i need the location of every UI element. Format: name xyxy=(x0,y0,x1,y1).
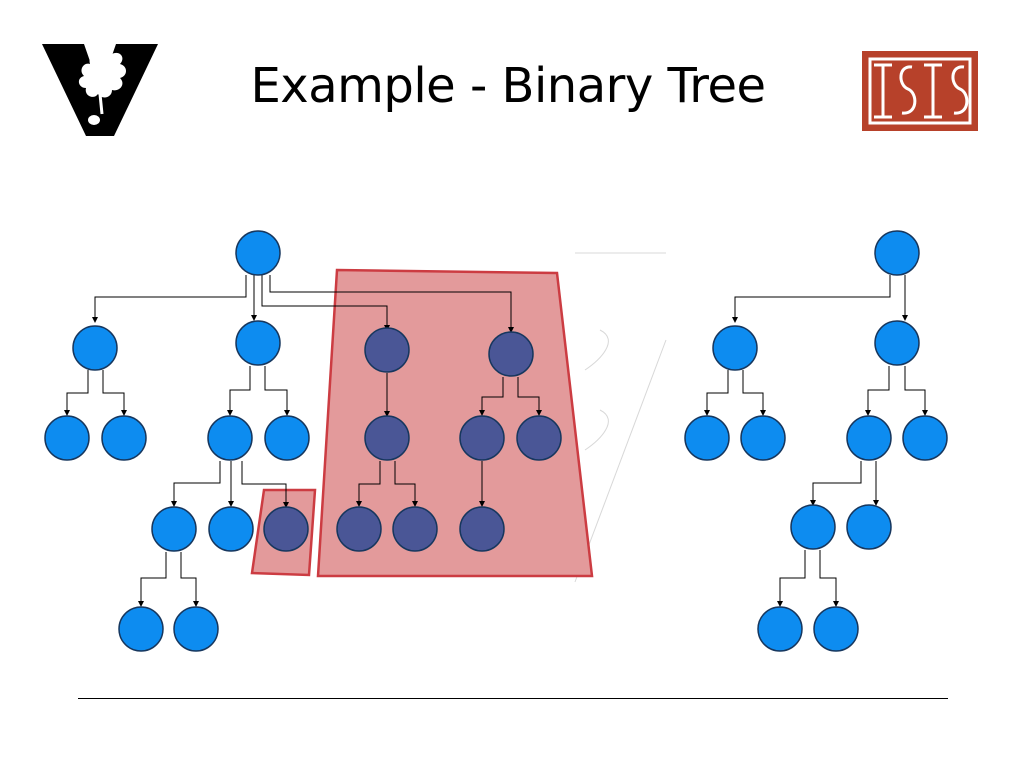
edge xyxy=(171,461,221,507)
edge xyxy=(865,366,890,416)
tree-node xyxy=(101,415,147,461)
tree-node xyxy=(874,320,920,366)
tree-node-highlighted xyxy=(516,415,562,461)
tree-node-highlighted xyxy=(364,415,410,461)
edge xyxy=(180,552,199,607)
tree-node xyxy=(235,230,281,276)
edge xyxy=(64,370,89,416)
edge xyxy=(819,550,839,607)
edge xyxy=(92,275,247,323)
tree-node-highlighted xyxy=(392,506,438,552)
tree-node xyxy=(235,320,281,366)
edge xyxy=(227,366,251,416)
tree-node xyxy=(118,606,164,652)
edge xyxy=(264,366,290,416)
tree-node xyxy=(902,415,948,461)
tree-node xyxy=(712,325,758,371)
tree-node xyxy=(684,415,730,461)
edge xyxy=(138,552,167,607)
right-tree-nodes xyxy=(684,230,948,652)
tree-node xyxy=(44,415,90,461)
tree-node xyxy=(790,504,836,550)
tree-edges xyxy=(64,275,928,607)
tree-node xyxy=(72,325,118,371)
slide-title: Example - Binary Tree xyxy=(250,58,766,114)
edge xyxy=(904,366,928,416)
tree-node xyxy=(740,415,786,461)
tree-node xyxy=(264,415,310,461)
left-tree-nodes xyxy=(44,230,562,652)
tree-node xyxy=(846,415,892,461)
tree-node-highlighted xyxy=(263,506,309,552)
tree-node xyxy=(208,506,254,552)
edge xyxy=(479,377,504,416)
tree-node-highlighted xyxy=(459,415,505,461)
edge xyxy=(732,275,891,323)
tree-node xyxy=(846,504,892,550)
edge xyxy=(742,370,766,416)
tree-node xyxy=(874,230,920,276)
tree-node xyxy=(173,606,219,652)
tree-node xyxy=(207,415,253,461)
edge xyxy=(261,275,390,331)
isis-logo-icon xyxy=(862,51,978,131)
tree-node-highlighted xyxy=(336,506,382,552)
edge xyxy=(810,461,862,506)
edge xyxy=(394,461,418,507)
faint-guides xyxy=(574,252,667,583)
tree-node xyxy=(757,606,803,652)
edge xyxy=(269,275,514,333)
vanderbilt-logo-icon xyxy=(42,44,158,136)
tree-node-highlighted xyxy=(459,506,505,552)
edge xyxy=(704,370,729,416)
edge xyxy=(777,550,806,607)
tree-node xyxy=(813,606,859,652)
tree-node-highlighted xyxy=(364,327,410,373)
edge xyxy=(102,370,127,416)
tree-node-highlighted xyxy=(488,331,534,377)
edge xyxy=(517,377,542,416)
footer-divider xyxy=(78,698,948,699)
edge xyxy=(241,461,289,508)
tree-node xyxy=(151,506,197,552)
edge xyxy=(356,461,381,507)
